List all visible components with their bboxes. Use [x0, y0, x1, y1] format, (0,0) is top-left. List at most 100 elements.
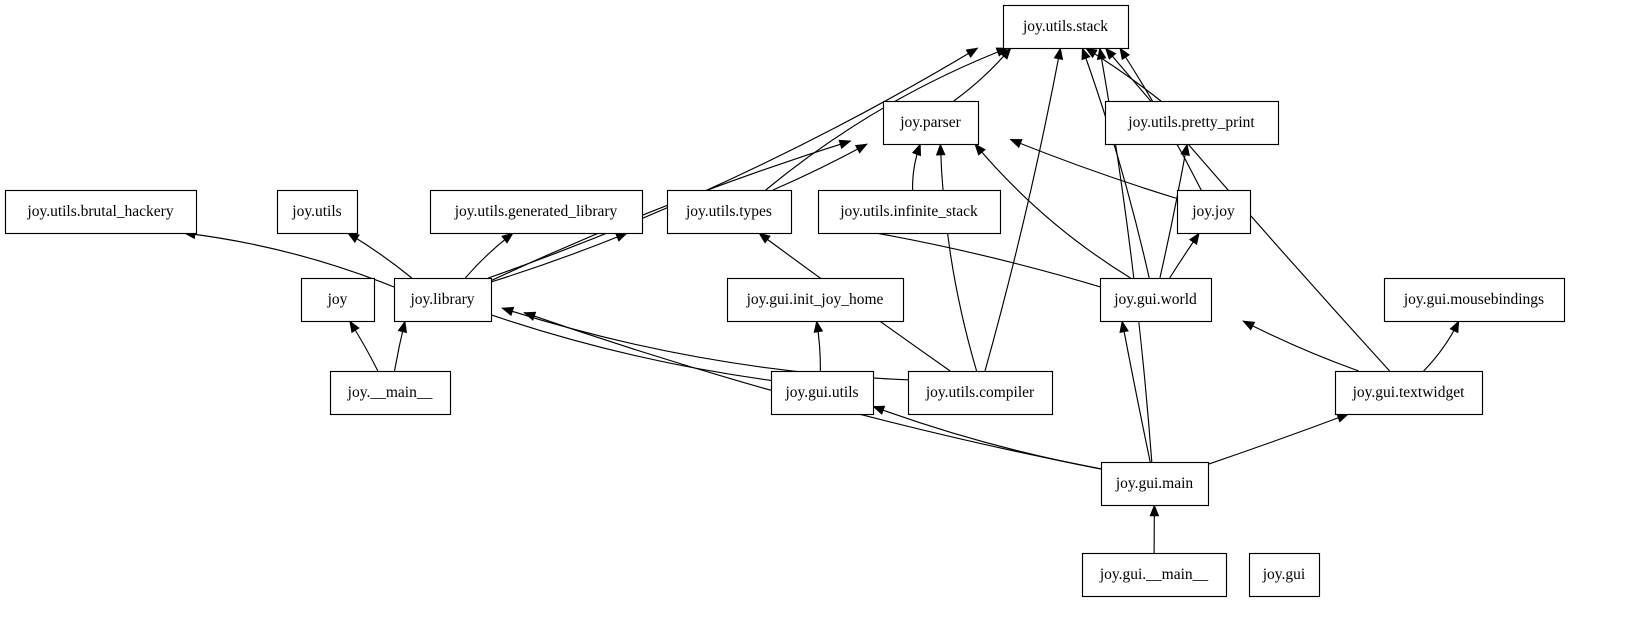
node-label: joy.__main__ — [347, 384, 433, 401]
node-box — [666, 189, 793, 235]
node-joy-gui-world[interactable]: joy.gui.world — [1099, 277, 1213, 323]
edge-joy-utils-compiler-to-joy-utils-stack — [984, 47, 1062, 372]
edge-joy-utils-types-to-joy-utils-stack — [765, 47, 1009, 191]
edge-joy-gui-main-to-joy-gui-textwidget — [1207, 413, 1349, 465]
node-box — [276, 189, 359, 235]
arrow-head-icon — [1149, 504, 1160, 517]
node-label: joy.gui.world — [1113, 291, 1197, 308]
arrow-head-icon — [501, 232, 514, 244]
node-joy-utils-stack[interactable]: joy.utils.stack — [1002, 4, 1130, 50]
arrow-head-icon — [1009, 139, 1023, 149]
node-label: joy.utils.types — [685, 203, 772, 220]
node-joy[interactable]: joy — [300, 277, 376, 323]
edge-joy-gui-main-to-joy-gui-world — [1121, 320, 1151, 463]
arrow-head-icon — [999, 47, 1012, 60]
edge-joy-library-to-joy-utils-stack — [488, 47, 978, 279]
arrow-head-icon — [965, 47, 979, 58]
node-label: joy.gui.utils — [784, 384, 858, 401]
arrow-head-icon — [935, 143, 946, 156]
arrow-head-icon — [1053, 47, 1064, 61]
arrow-head-icon — [1449, 320, 1460, 334]
arrow-head-icon — [854, 143, 868, 154]
node-label: joy.utils.compiler — [925, 384, 1035, 401]
node-label: joy.gui.mousebindings — [1403, 291, 1544, 308]
node-joy-gui-textwidget[interactable]: joy.gui.textwidget — [1334, 370, 1484, 416]
arrow-head-icon — [872, 405, 886, 415]
node-label: joy.gui.init_joy_home — [746, 291, 884, 308]
nodes-layer: joy.utils.stack joy.parser joy.utils.prett… — [4, 4, 1566, 598]
node-label: joy.library — [410, 291, 475, 308]
arrow-head-icon — [1180, 143, 1190, 156]
node-label: joy.parser — [899, 114, 961, 131]
arrow-head-icon — [523, 311, 537, 321]
node-joy-utils-compiler[interactable]: joy.utils.compiler — [907, 370, 1054, 416]
edge-joy-gui-main-to-joy-gui-utils — [872, 405, 1102, 470]
node-joy-gui-mousebindings[interactable]: joy.gui.mousebindings — [1383, 277, 1566, 323]
node-label: joy.gui.textwidget — [1352, 384, 1465, 401]
arrow-head-icon — [1096, 47, 1107, 60]
node-box — [1334, 370, 1484, 416]
node-joy-joy[interactable]: joy.joy — [1176, 189, 1252, 235]
node-box — [882, 100, 980, 146]
node-box — [1002, 4, 1130, 50]
arrow-head-icon — [501, 306, 515, 317]
node-box — [1248, 552, 1321, 598]
edge-joy-gui-world-to-joy-utils-types — [832, 225, 1101, 288]
node-joy-gui-init-joy-home[interactable]: joy.gui.init_joy_home — [726, 277, 905, 323]
node-joy-utils-generated-library[interactable]: joy.utils.generated_library — [429, 189, 644, 235]
node-box — [1104, 100, 1280, 146]
node-box — [726, 277, 905, 323]
node-box — [770, 370, 875, 416]
arrow-head-icon — [1104, 47, 1117, 60]
node-label: joy.gui.main — [1115, 475, 1194, 492]
edge-joy-utils-compiler-to-joy-parser — [939, 143, 978, 372]
node-box — [429, 189, 644, 235]
node-box — [907, 370, 1054, 416]
node-joy-utils-brutal-hackery[interactable]: joy.utils.brutal_hackery — [4, 189, 198, 235]
arrow-head-icon — [911, 143, 921, 157]
arrow-head-icon — [349, 320, 360, 334]
arrow-head-icon — [1188, 232, 1200, 246]
edge-joy-library-to-joy-utils-types — [490, 232, 628, 283]
arrow-head-icon — [346, 232, 360, 243]
edge-joy-parser-to-joy-utils-stack — [953, 47, 1012, 102]
node-joy-parser[interactable]: joy.parser — [882, 100, 980, 146]
edges-layer — [183, 47, 1460, 554]
node-joy-library[interactable]: joy.library — [393, 277, 493, 323]
arrow-head-icon — [1081, 47, 1091, 61]
node-joy-gui[interactable]: joy.gui — [1248, 552, 1321, 598]
edge-joy-gui-textwidget-to-joy-gui-world — [1242, 320, 1359, 372]
node-joy-gui-main[interactable]: joy.gui.__main__ — [1081, 552, 1228, 598]
node-box — [1081, 552, 1228, 598]
node-box — [300, 277, 376, 323]
edge-joy-joy-to-joy-parser — [1010, 138, 1178, 200]
edge-joy-library-to-joy-utils — [347, 232, 413, 279]
node-box — [393, 277, 493, 323]
node-joy-utils-types[interactable]: joy.utils.types — [666, 189, 793, 235]
node-joy-utils[interactable]: joy.utils — [276, 189, 359, 235]
node-joy-gui-utils[interactable]: joy.gui.utils — [770, 370, 875, 416]
node-box — [1176, 189, 1252, 235]
arrow-head-icon — [1119, 320, 1129, 334]
node-box — [1099, 277, 1213, 323]
node-joy-utils-pretty-print[interactable]: joy.utils.pretty_print — [1104, 100, 1280, 146]
node-box — [4, 189, 198, 235]
node-box — [329, 370, 452, 416]
node-label: joy.utils — [291, 203, 341, 220]
node-box — [817, 189, 1002, 235]
arrow-head-icon — [1119, 47, 1131, 61]
node-joy-utils-infinite-stack[interactable]: joy.utils.infinite_stack — [817, 189, 1002, 235]
arrow-head-icon — [813, 320, 824, 333]
node-box — [1383, 277, 1566, 323]
node-label: joy.gui.__main__ — [1099, 566, 1209, 583]
edge-joy-gui-world-to-joy-utils-stack — [1081, 47, 1150, 279]
arrow-head-icon — [614, 232, 629, 242]
arrow-head-icon — [397, 320, 408, 334]
node-joy-gui-main[interactable]: joy.gui.main — [1100, 461, 1210, 507]
edge-joy-gui-utils-to-joy-library — [479, 310, 772, 381]
node-joy-main[interactable]: joy.__main__ — [329, 370, 452, 416]
node-label: joy — [327, 291, 348, 308]
node-label: joy.utils.brutal_hackery — [26, 203, 173, 220]
